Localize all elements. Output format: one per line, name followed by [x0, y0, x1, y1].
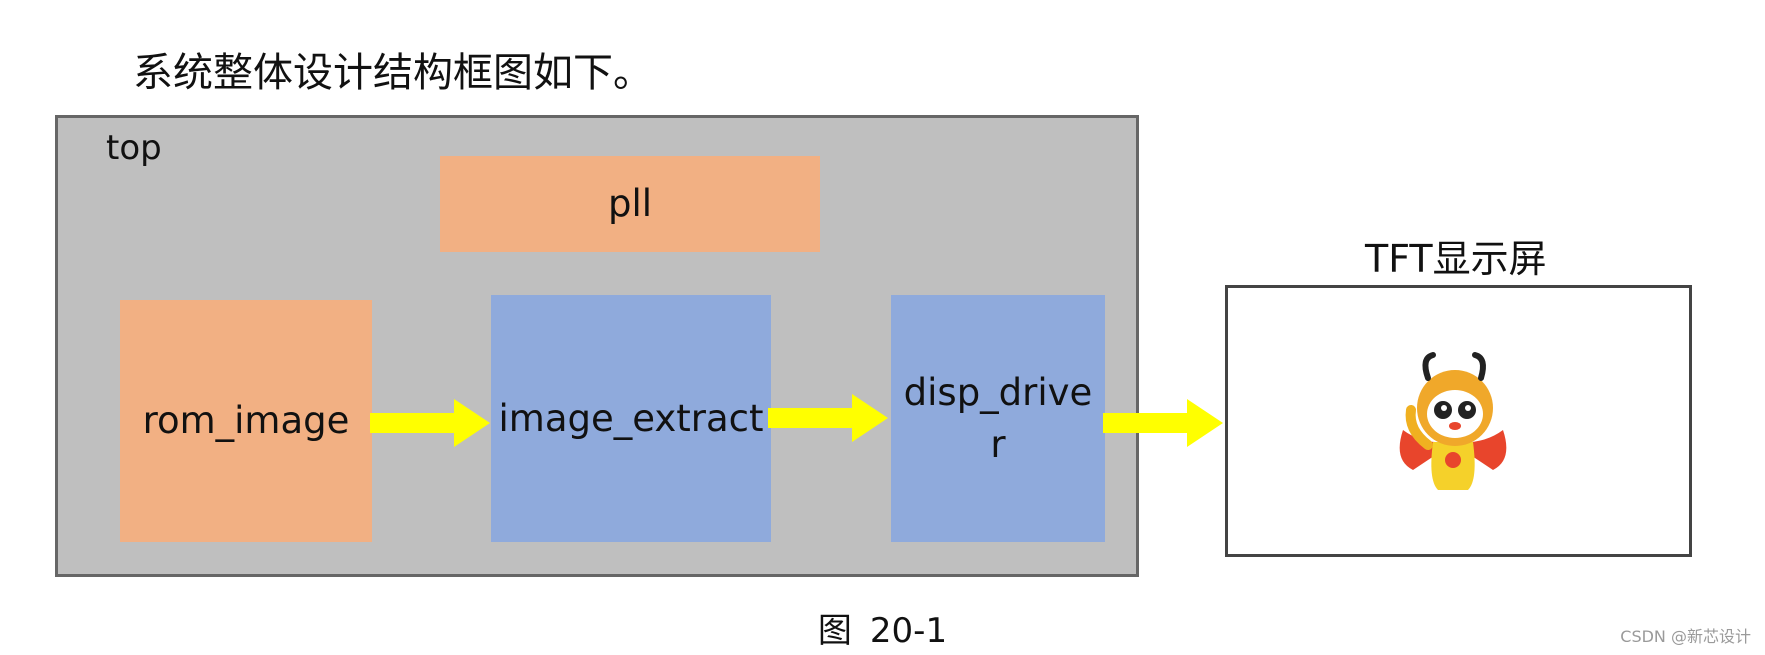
image-extract-block: image_extract — [491, 295, 771, 542]
top-module-label: top — [106, 128, 162, 168]
tft-screen — [1225, 285, 1692, 557]
arrow-rom-to-extract — [370, 399, 490, 447]
watermark: CSDN @新芯设计 — [1620, 627, 1751, 646]
top-module-frame: top pll rom_image image_extract disp_dri… — [55, 115, 1139, 577]
intro-text: 系统整体设计结构框图如下。 — [133, 50, 653, 96]
arrow-shape — [370, 399, 490, 447]
pll-block: pll — [440, 156, 820, 252]
arrow-extract-to-disp — [768, 394, 888, 442]
caption-number: 20-1 — [869, 611, 948, 651]
arrow-shape — [1103, 399, 1223, 447]
rom-image-block: rom_image — [120, 300, 372, 542]
arrow-disp-to-tft — [1103, 399, 1223, 447]
tft-title: TFT显示屏 — [1365, 237, 1547, 281]
disp-driver-block: disp_driver — [891, 295, 1105, 542]
mascot-icon — [1399, 352, 1507, 490]
caption-prefix: 图 — [817, 611, 852, 651]
figure-caption: 图 20-1 — [0, 603, 1765, 652]
arrow-shape — [768, 394, 888, 442]
